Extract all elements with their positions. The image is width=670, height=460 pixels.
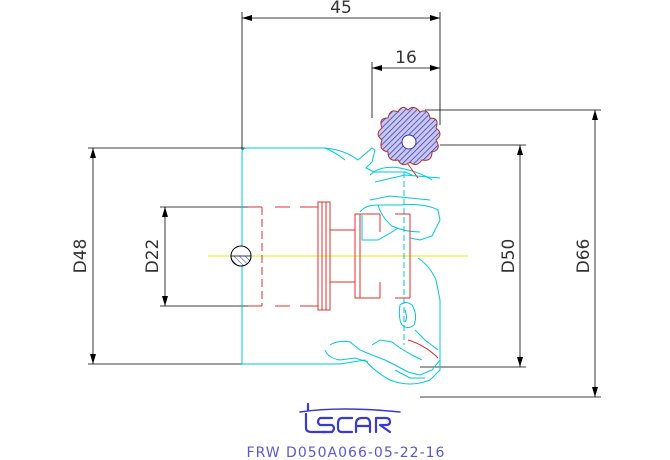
- dimension-lines: [88, 12, 601, 398]
- dimension-arrows: [90, 15, 598, 397]
- tool-body-outline: [241, 147, 441, 385]
- part-number: FRW D050A066-05-22-16: [247, 445, 446, 460]
- bore-outline: [248, 159, 439, 359]
- dim-label-d66: D66: [574, 239, 594, 274]
- brand-logo: [299, 402, 401, 434]
- dim-label-45: 45: [330, 0, 352, 18]
- dim-label-d48: D48: [71, 239, 91, 274]
- dim-label-d22: D22: [143, 239, 163, 274]
- dim-label-16: 16: [395, 48, 417, 68]
- dim-label-d50: D50: [499, 239, 519, 274]
- insert-hatched: [377, 106, 441, 166]
- pilot-hole-symbol: [230, 245, 252, 267]
